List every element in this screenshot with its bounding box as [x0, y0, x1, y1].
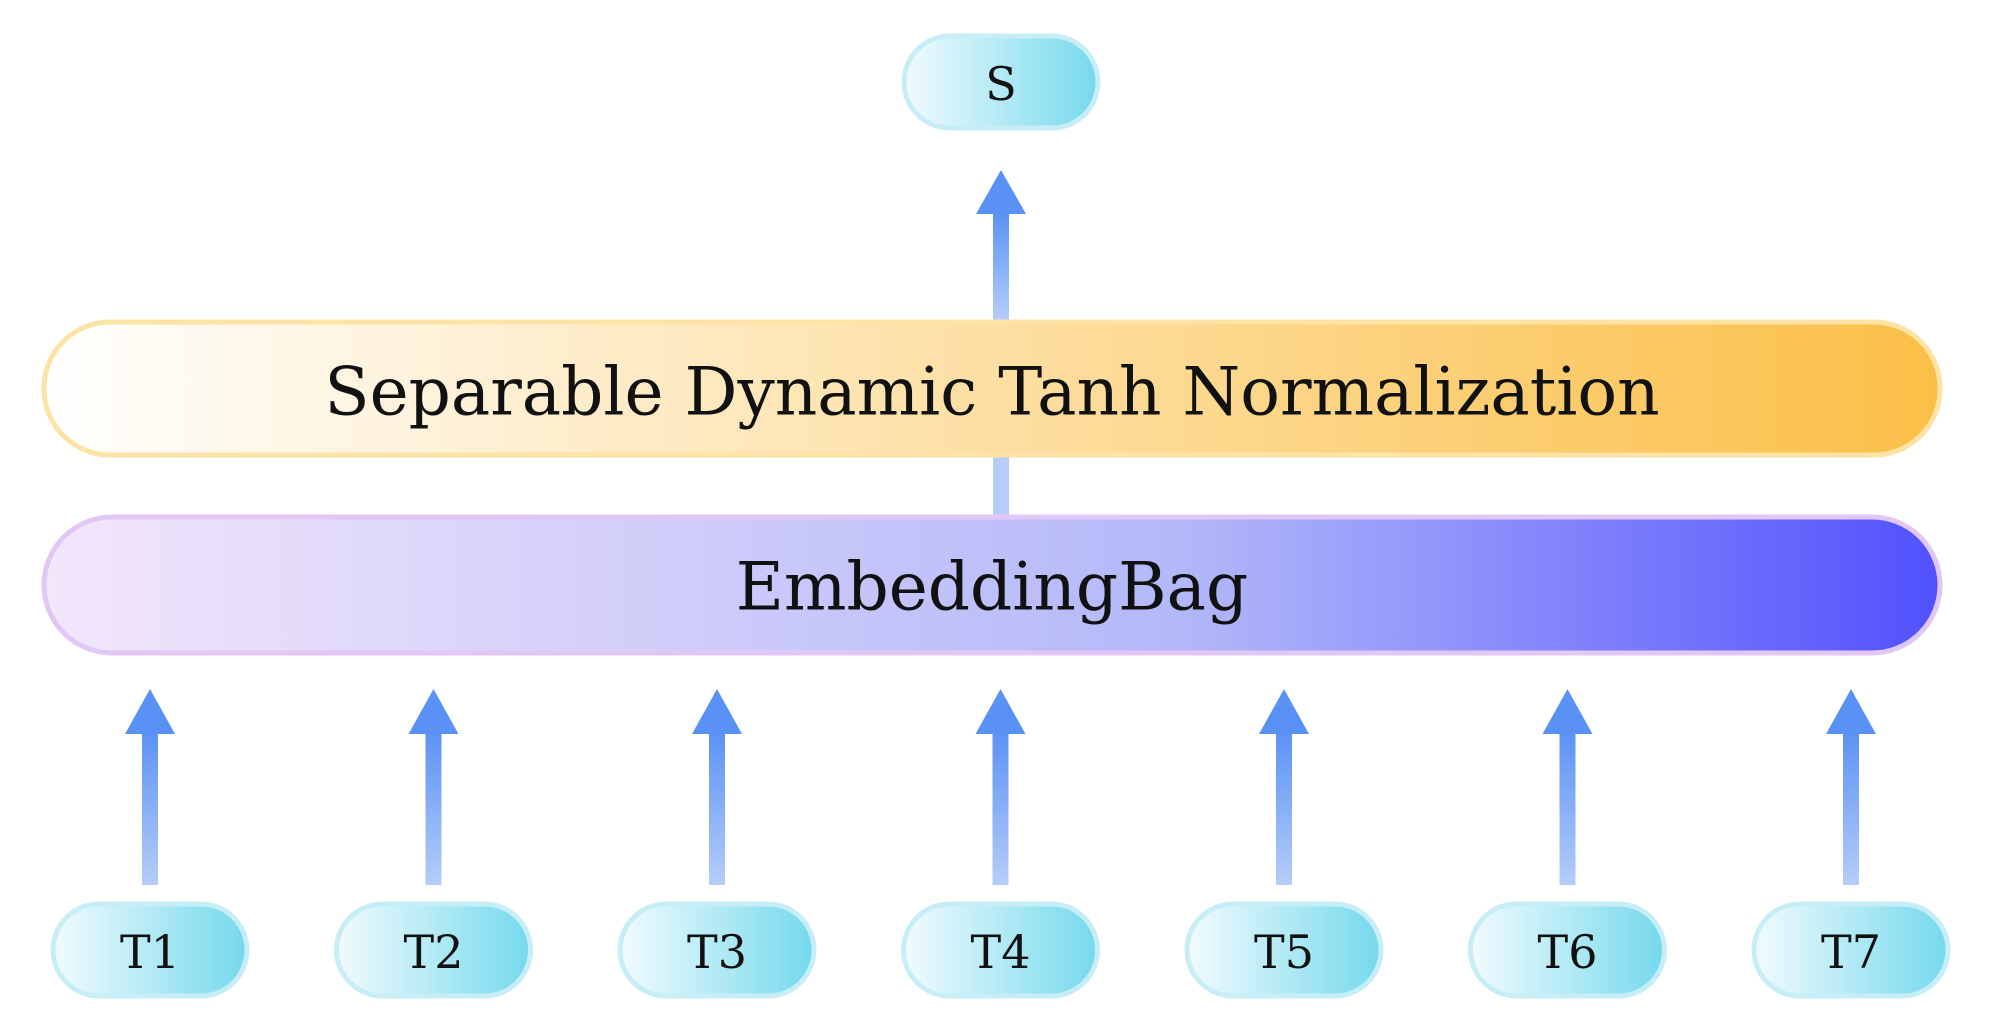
token-node-pill — [1184, 901, 1384, 999]
token-node-2: T2 — [334, 689, 533, 999]
arrow-norm-to-output — [976, 170, 1026, 320]
token-arrow-shaft — [425, 730, 442, 885]
embedding-layer-label: EmbeddingBag — [736, 549, 1249, 626]
output-node-pill — [901, 33, 1101, 131]
token-arrow-head — [692, 689, 742, 734]
token-node-1: T1 — [50, 689, 250, 999]
token-node-label: T5 — [1254, 925, 1314, 979]
token-node-pill — [617, 901, 817, 999]
token-node-4: T4 — [901, 689, 1100, 999]
normalization-layer: Separable Dynamic Tanh Normalization — [41, 319, 1943, 458]
token-arrow-head — [1826, 689, 1876, 734]
token-arrow-head — [1542, 689, 1593, 734]
token-node-6: T6 — [1468, 689, 1667, 999]
embedding-layer: EmbeddingBag — [41, 514, 1943, 656]
output-node: S — [901, 33, 1101, 131]
normalization-layer-box — [41, 319, 1943, 458]
token-node-label: T1 — [120, 925, 180, 979]
token-inputs: T1 T2 T3 T4 T5 T6 T7 — [50, 689, 1951, 999]
token-arrow-head — [408, 689, 459, 734]
token-node-5: T5 — [1184, 689, 1384, 999]
token-arrow-shaft — [142, 730, 158, 885]
token-arrow-shaft — [1843, 730, 1859, 885]
token-node-label: T2 — [404, 925, 464, 979]
token-node-pill — [50, 901, 250, 999]
arrow-head — [976, 170, 1026, 214]
token-arrow-shaft — [992, 730, 1009, 885]
token-node-pill — [1751, 901, 1951, 999]
token-arrow-head — [125, 689, 175, 734]
token-node-label: T7 — [1821, 925, 1881, 979]
arrow-shaft — [993, 212, 1009, 320]
normalization-layer-label: Separable Dynamic Tanh Normalization — [324, 354, 1659, 431]
token-arrow-shaft — [709, 730, 725, 885]
token-node-pill — [901, 901, 1100, 999]
token-node-label: T3 — [687, 925, 747, 979]
connector-embedding-to-norm — [993, 455, 1009, 517]
token-node-label: T6 — [1538, 925, 1598, 979]
token-node-7: T7 — [1751, 689, 1951, 999]
token-node-pill — [1468, 901, 1667, 999]
token-arrow-head — [975, 689, 1026, 734]
output-node-label: S — [985, 57, 1017, 111]
token-node-label: T4 — [971, 925, 1031, 979]
token-node-3: T3 — [617, 689, 817, 999]
embedding-layer-box — [41, 514, 1943, 656]
token-node-pill — [334, 901, 533, 999]
token-arrow-shaft — [1559, 730, 1576, 885]
token-arrow-head — [1259, 689, 1309, 734]
token-arrow-shaft — [1276, 730, 1292, 885]
